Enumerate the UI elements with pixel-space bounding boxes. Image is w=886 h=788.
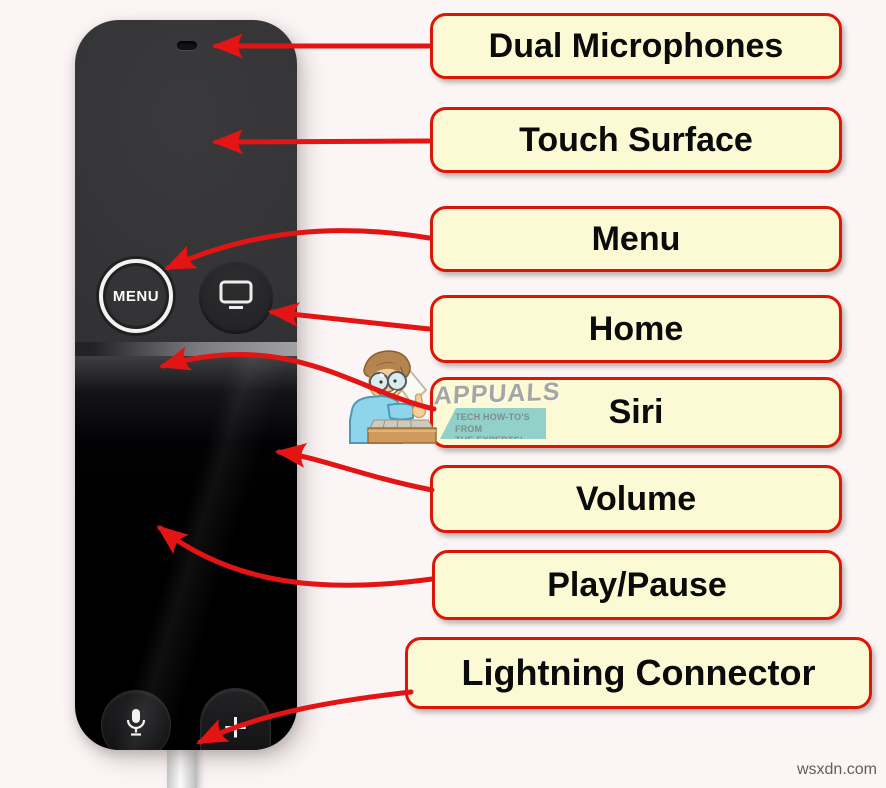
callout-lightning-connector: Lightning Connector (405, 637, 872, 709)
callout-label: Play/Pause (547, 565, 727, 604)
tv-home-icon (216, 279, 256, 316)
callout-label: Siri (608, 393, 664, 431)
appuals-watermark: APPUALS TECH HOW-TO'S FROM THE EXPERTS! (340, 346, 562, 450)
cartoon-expert-illustration (349, 350, 437, 444)
remote-lower-body: + − (75, 356, 297, 750)
callout-label: Lightning Connector (461, 652, 816, 693)
callout-label: Menu (591, 219, 681, 258)
callout-volume: Volume (430, 465, 842, 533)
siri-mic-icon (123, 707, 149, 743)
callout-home: Home (430, 295, 842, 363)
site-watermark: wsxdn.com (796, 761, 877, 778)
tagline-line2: THE EXPERTS! (455, 435, 523, 446)
callout-label: Home (588, 309, 684, 348)
callout-label: Volume (575, 479, 697, 518)
callout-dual-microphones: Dual Microphones (430, 13, 842, 79)
remote-section-divider (75, 342, 297, 356)
home-button (199, 260, 273, 334)
touch-surface-area: MENU (75, 20, 297, 342)
siri-button (101, 690, 171, 750)
appuals-brand-text: APPUALS (433, 377, 562, 411)
callout-menu: Menu (430, 206, 842, 272)
volume-rocker: + − (200, 688, 271, 750)
menu-button: MENU (99, 259, 173, 333)
appuals-tagline-banner: TECH HOW-TO'S FROM THE EXPERTS! (440, 408, 546, 439)
arrow-volume (274, 443, 435, 493)
volume-up-glyph: + (223, 703, 248, 750)
microphone-slot (177, 41, 197, 50)
tagline-line1: TECH HOW-TO'S FROM (455, 412, 530, 434)
callout-touch-surface: Touch Surface (430, 107, 842, 173)
callout-play-pause: Play/Pause (432, 550, 842, 620)
apple-tv-remote: MENU (75, 20, 297, 750)
callout-label: Dual Microphones (488, 26, 784, 65)
menu-button-label: MENU (112, 287, 160, 305)
callout-label: Touch Surface (519, 120, 753, 159)
